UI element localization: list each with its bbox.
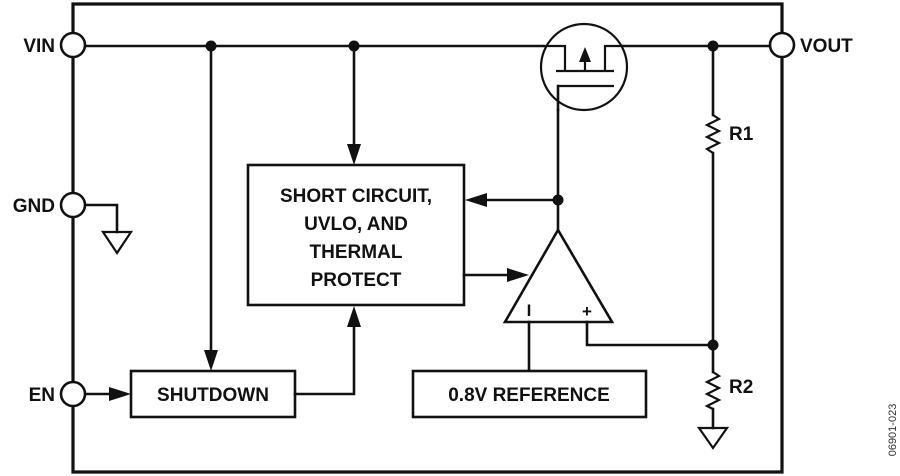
ground-symbol [696, 426, 730, 450]
arrow-down [347, 144, 361, 165]
error-amplifier [502, 227, 615, 324]
shutdown-block-label: SHUTDOWN [157, 385, 269, 406]
arrow-left [465, 193, 487, 207]
pin-gnd [59, 191, 87, 219]
protection-block-line-2: UVLO, AND [304, 214, 408, 235]
package-outline [71, 2, 784, 474]
shutdown-to-protect-wire [293, 324, 356, 396]
arrow-down [204, 350, 218, 371]
gnd-wire [83, 203, 119, 234]
resistor-r1 [704, 114, 722, 154]
pin-vin-label: VIN [23, 36, 55, 57]
reference-block [411, 369, 648, 419]
feedback-wire [585, 320, 715, 347]
figure-id: 06901-023 [887, 404, 899, 457]
junction-dot [707, 339, 719, 351]
r1-label: R1 [729, 124, 754, 145]
arrow-up [347, 306, 361, 327]
reference-block-label: 0.8V REFERENCE [448, 385, 610, 406]
pin-vin [59, 31, 87, 59]
resistor-r2 [704, 371, 722, 410]
amp-inverting-sign: I [527, 301, 532, 320]
pin-vout-label: VOUT [800, 36, 853, 57]
protection-block-line-1: SHORT CIRCUIT, [280, 186, 432, 207]
shutdown-block [129, 369, 297, 419]
arrow-right [109, 387, 131, 401]
arrow-right [507, 268, 529, 282]
pin-en-label: EN [29, 385, 55, 406]
r2-label: R2 [729, 377, 753, 398]
protection-block [246, 163, 466, 307]
amp-noninverting-sign: + [582, 302, 592, 321]
pin-gnd-label: GND [13, 196, 55, 217]
pass-transistor-pmos [539, 22, 629, 112]
pin-vout [768, 31, 796, 59]
ground-symbol [100, 230, 134, 255]
protection-block-line-4: PROTECT [311, 270, 402, 291]
protection-block-line-3: THERMAL [310, 242, 403, 263]
pin-en [59, 380, 87, 408]
